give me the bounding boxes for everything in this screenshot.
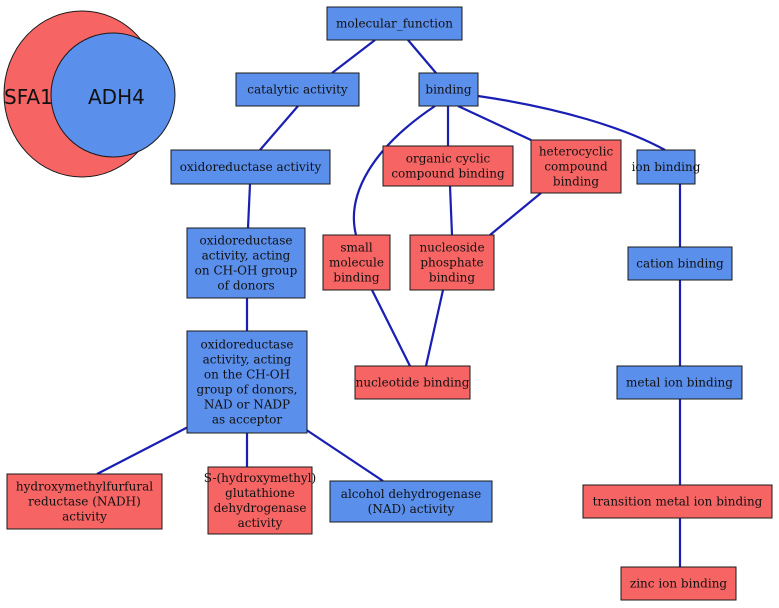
node-label-line: reductase (NADH) — [28, 495, 141, 509]
node-label-line: activity — [238, 516, 283, 530]
node-binding: binding — [418, 72, 479, 107]
node-box — [418, 72, 479, 107]
edge-mf-binding — [407, 39, 437, 74]
node-adh: alcohol dehydrogenase(NAD) activity — [329, 480, 493, 523]
edge-nucleoside-nucleotide — [424, 289, 445, 367]
node-label-line: transition metal ion binding — [593, 495, 763, 509]
node-box — [582, 484, 773, 519]
node-mf: molecular_function — [326, 6, 463, 41]
edge-organic-nucleoside — [448, 185, 454, 236]
node-label-line: binding — [553, 175, 599, 189]
node-label-line: compound binding — [391, 167, 505, 181]
node-label-line: zinc ion binding — [630, 577, 728, 591]
edge-nad-hmf — [96, 425, 191, 475]
node-box — [329, 480, 493, 523]
edges — [96, 39, 682, 567]
node-label-line: binding — [333, 271, 379, 285]
node-label-line: NAD or NADP — [204, 398, 290, 412]
node-label-line: binding — [425, 83, 471, 97]
node-cation: cation binding — [627, 246, 733, 281]
node-label-line: metal ion binding — [626, 376, 733, 390]
node-box — [186, 330, 308, 434]
node-box — [354, 365, 471, 400]
node-label-line: glutathione — [225, 486, 295, 500]
node-label-line: as acceptor — [212, 413, 283, 427]
edge-nad-adh — [301, 426, 384, 482]
venn-inner-circle — [50, 32, 176, 158]
node-box — [322, 234, 391, 291]
edge-catalytic-oxido — [259, 105, 299, 151]
edge-oxido-choh — [246, 183, 252, 229]
node-box — [530, 139, 622, 194]
node-label-line: group of donors, — [197, 383, 298, 397]
node-label-line: oxidoreductase — [201, 338, 294, 352]
node-box — [627, 246, 733, 281]
node-label-line: hydroxymethylfurfural — [16, 480, 153, 494]
node-label-line: on CH-OH group — [195, 264, 298, 278]
edge-mf-catalytic — [331, 39, 376, 74]
node-shg: S-(hydroxymethyl)glutathionedehydrogenas… — [204, 466, 316, 535]
node-label-line: nucleotide binding — [356, 376, 470, 390]
node-label-line: of donors — [217, 279, 274, 293]
node-label-line: oxidoreductase activity — [180, 160, 322, 174]
node-oxido: oxidoreductase activity — [170, 149, 331, 185]
node-box — [6, 473, 163, 530]
node-label-line: ion binding — [632, 160, 701, 174]
node-label-line: molecular_function — [336, 17, 453, 31]
node-label-line: on the CH-OH — [204, 368, 290, 382]
node-label-line: organic cyclic — [406, 152, 491, 166]
nodes: molecular_function catalytic activity bind… — [6, 6, 773, 601]
node-box — [326, 6, 463, 41]
node-catalytic: catalytic activity — [235, 72, 360, 107]
node-label-line: phosphate — [420, 256, 483, 270]
node-nucleotide: nucleotide binding — [354, 365, 471, 400]
node-box — [170, 149, 331, 185]
node-label-line: (NAD) activity — [368, 502, 455, 516]
node-label-line: activity — [62, 510, 107, 524]
node-label-line: activity, acting — [202, 249, 291, 263]
node-label-line: catalytic activity — [247, 83, 348, 97]
edge-binding-small — [352, 105, 436, 236]
node-label-line: nucleoside — [419, 241, 484, 255]
node-box — [382, 145, 514, 187]
edge-binding-heterocyclic — [457, 105, 532, 141]
node-box — [409, 234, 495, 291]
node-label-line: oxidoreductase — [200, 234, 293, 248]
node-label-line: molecule — [329, 256, 384, 270]
venn-outer-label: SFA1 — [4, 85, 53, 109]
node-box — [235, 72, 360, 107]
venn-inner-label: ADH4 — [88, 85, 145, 109]
edge-small-nucleotide — [371, 289, 411, 367]
node-zinc: zinc ion binding — [620, 566, 737, 601]
node-box — [616, 365, 743, 400]
node-box — [207, 466, 313, 535]
node-ion-binding: ion binding — [632, 149, 701, 185]
node-label-line: dehydrogenase — [214, 501, 307, 515]
node-metal-ion: metal ion binding — [616, 365, 743, 400]
node-label-line: binding — [429, 271, 475, 285]
node-label-line: heterocyclic — [539, 145, 614, 159]
node-box — [186, 227, 306, 299]
node-label-line: alcohol dehydrogenase — [341, 487, 481, 501]
node-transition-metal: transition metal ion binding — [582, 484, 773, 519]
node-label-line: activity, acting — [203, 353, 292, 367]
node-label-line: compound — [544, 160, 608, 174]
edge-heterocyclic-nucleoside — [489, 192, 542, 236]
node-box — [636, 149, 696, 185]
venn-diagram: SFA1 ADH4 — [3, 10, 176, 178]
node-label-line: small — [340, 241, 373, 255]
node-label-line: S-(hydroxymethyl) — [204, 471, 316, 485]
edge-binding-ion — [477, 94, 666, 151]
node-box — [620, 566, 737, 601]
node-label-line: cation binding — [636, 257, 724, 271]
